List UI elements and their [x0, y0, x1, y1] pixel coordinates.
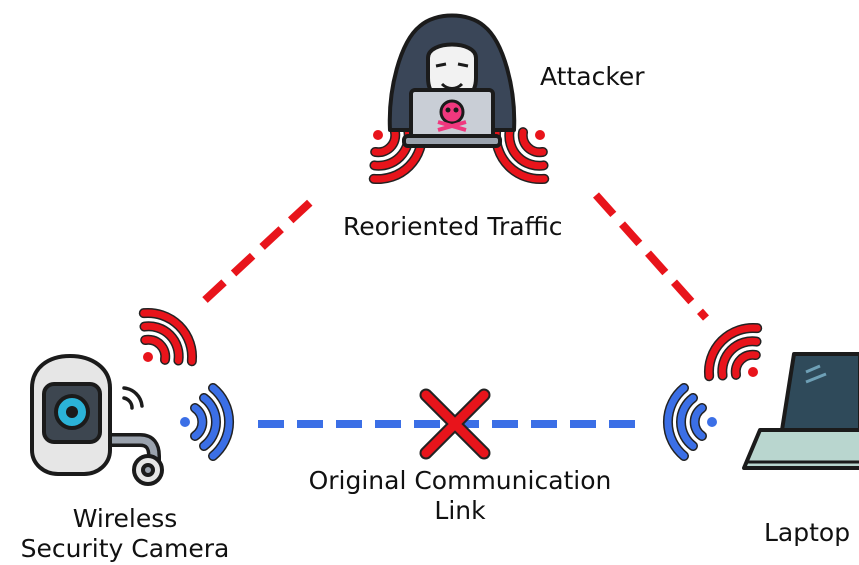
wifi-waves-icon — [663, 383, 717, 461]
original-link-label-line2: Link — [434, 496, 486, 525]
camera-label: Wireless Security Camera — [0, 504, 250, 564]
laptop-icon — [742, 352, 859, 470]
original-link-label-line1: Original Communication — [308, 466, 612, 495]
wireless-camera-icon — [30, 354, 164, 486]
attack-path-right — [593, 192, 709, 321]
camera-label-line2: Security Camera — [20, 534, 230, 563]
hooded-hacker-icon — [387, 13, 517, 148]
wifi-waves-icon — [703, 322, 763, 382]
camera-label-line1: Wireless — [72, 504, 178, 533]
reoriented-traffic-label: Reoriented Traffic — [343, 212, 563, 241]
original-link-label: Original Communication Link — [295, 466, 625, 526]
wifi-waves-icon — [138, 307, 198, 367]
wifi-waves-icon — [180, 383, 234, 461]
laptop-label: Laptop — [764, 518, 851, 547]
attacker-label: Attacker — [540, 62, 645, 91]
attack-path-left — [202, 192, 321, 303]
red-x-icon — [419, 388, 491, 460]
